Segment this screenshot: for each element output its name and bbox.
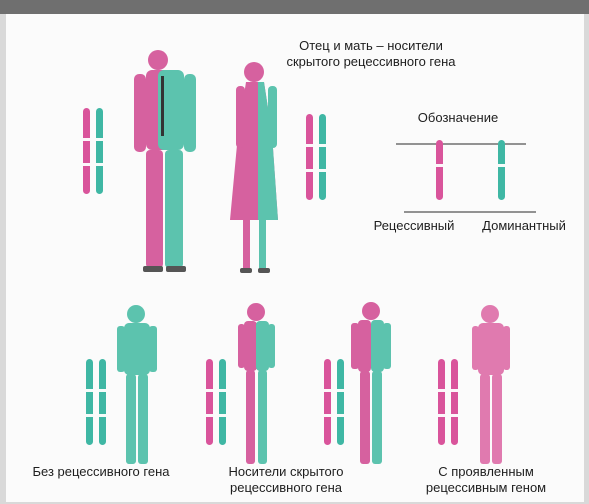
- child-caption-no-recessive: Без рецессивного гена: [16, 464, 186, 480]
- chromosome-dominant: [86, 359, 93, 445]
- child-caption-carriers: Носители скрытого рецессивного гена: [216, 464, 356, 496]
- chromosome-dominant: [337, 359, 344, 445]
- legend-recessive-chromosome: [436, 140, 443, 200]
- chromosome-recessive: [438, 359, 445, 445]
- legend-dominant-label: Доминантный: [468, 218, 580, 234]
- father-figure: [134, 50, 196, 272]
- chromosome-recessive: [306, 114, 313, 200]
- chromosome-recessive: [451, 359, 458, 445]
- child-figure-recessive: [472, 305, 510, 464]
- chromosome-dominant: [96, 108, 103, 194]
- chromosome-recessive: [83, 108, 90, 194]
- child-figure-dominant: [117, 305, 157, 464]
- legend-dominant-chromosome: [498, 140, 505, 200]
- child-caption-recessive: С проявленным рецессивным геном: [416, 464, 556, 496]
- legend-title: Обозначение: [398, 110, 518, 126]
- chromosome-recessive: [206, 359, 213, 445]
- chromosome-recessive: [324, 359, 331, 445]
- header-caption: Отец и мать – носители скрытого рецессив…: [276, 38, 466, 70]
- chromosome-dominant: [99, 359, 106, 445]
- child-figure-carrier-boy: [351, 302, 391, 464]
- chromosome-dominant: [219, 359, 226, 445]
- top-scan-strip: [0, 0, 589, 14]
- chromosome-dominant: [319, 114, 326, 200]
- mother-figure: [230, 62, 278, 273]
- diagram-frame: Отец и мать – носители скрытого рецессив…: [6, 14, 584, 502]
- legend-recessive-label: Рецессивный: [364, 218, 464, 234]
- child-figure-carrier-girl: [238, 303, 275, 464]
